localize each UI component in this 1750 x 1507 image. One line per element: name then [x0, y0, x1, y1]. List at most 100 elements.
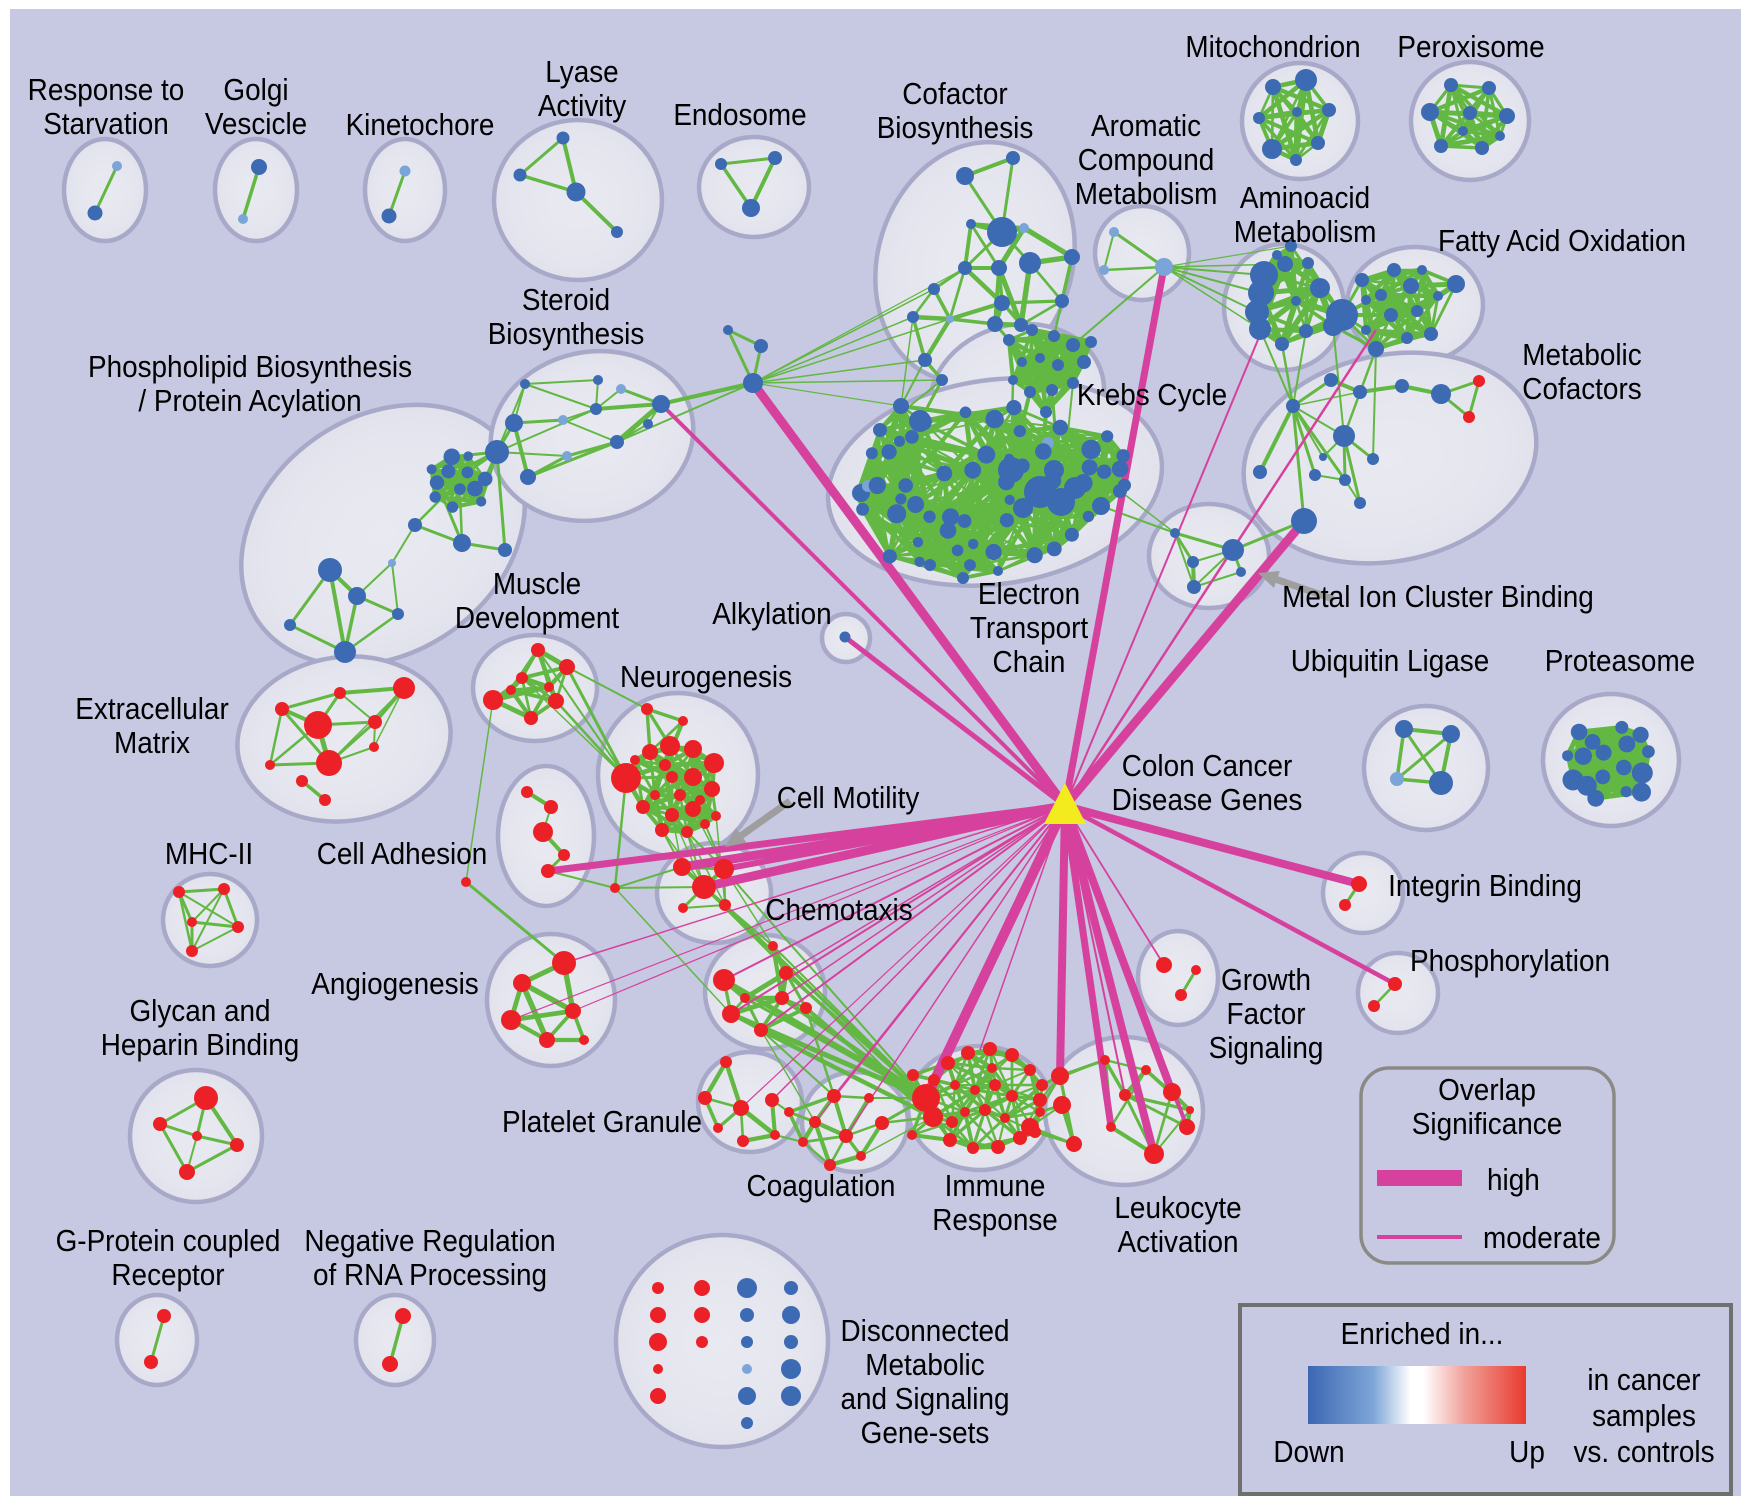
steroid-biosynthesis-node[interactable] [743, 373, 763, 393]
metabolic-cofactors-node[interactable] [1367, 453, 1379, 465]
steroid-biosynthesis-node[interactable] [754, 339, 768, 353]
cofactor-biosynthesis-node[interactable] [1064, 249, 1080, 265]
proteasome-node[interactable] [1615, 720, 1629, 734]
mitochondrion-node[interactable] [1265, 79, 1281, 95]
fatty-acid-oxidation-node[interactable] [1375, 289, 1387, 301]
phospholipid-biosynthesis-node[interactable] [334, 641, 356, 663]
electron-transport-chain-node[interactable] [1035, 443, 1052, 460]
mitochondrion-node[interactable] [1253, 112, 1265, 124]
angiogenesis-node[interactable] [579, 1035, 589, 1045]
immune-response-node[interactable] [1005, 1048, 1019, 1062]
electron-transport-chain-node[interactable] [951, 544, 964, 557]
neurogenesis-node[interactable] [655, 823, 669, 837]
immune-response-node[interactable] [928, 1074, 940, 1086]
glycan-heparin-binding-node[interactable] [192, 1131, 202, 1141]
disconnected-gene-sets-node[interactable] [782, 1306, 800, 1324]
aromatic-compound-metabolism-node[interactable] [1155, 258, 1173, 276]
neurogenesis-node[interactable] [650, 790, 660, 800]
immune-response-node[interactable] [989, 1079, 1001, 1091]
peroxisome-node[interactable] [1475, 141, 1489, 155]
glycan-heparin-binding-node[interactable] [230, 1138, 244, 1152]
golgi-vescicle-node[interactable] [251, 159, 267, 175]
cofactor-biosynthesis-node[interactable] [1019, 223, 1029, 233]
steroid-biosynthesis-node[interactable] [652, 395, 670, 413]
cofactor-biosynthesis-node[interactable] [946, 315, 954, 323]
electron-transport-chain-node[interactable] [968, 538, 979, 550]
coagulation-node[interactable] [809, 1116, 821, 1128]
extracellular-matrix-node[interactable] [265, 760, 275, 770]
neurogenesis-node[interactable] [636, 800, 650, 814]
aminoacid-metabolism-node[interactable] [1285, 240, 1297, 252]
disconnected-gene-sets-node[interactable] [784, 1281, 798, 1295]
mitochondrion-node[interactable] [1311, 136, 1325, 150]
metabolic-cofactors-node[interactable] [1339, 474, 1351, 486]
metabolic-cofactors-node[interactable] [1354, 497, 1366, 509]
metabolic-cofactors-node[interactable] [1286, 399, 1300, 413]
negative-regulation-rna-node[interactable] [382, 1356, 398, 1372]
cell-motility-node[interactable] [714, 859, 734, 879]
extracellular-matrix-node[interactable] [296, 775, 308, 787]
coagulation-node[interactable] [827, 1089, 841, 1103]
neurogenesis-node[interactable] [666, 771, 678, 783]
cell-motility-node[interactable] [678, 903, 688, 913]
cofactor-biosynthesis-node[interactable] [1006, 151, 1020, 165]
electron-transport-chain-node[interactable] [1111, 460, 1129, 478]
electron-transport-chain-node[interactable] [865, 447, 878, 460]
peroxisome-node[interactable] [1458, 126, 1468, 136]
golgi-vescicle-node[interactable] [238, 214, 248, 224]
ubiquitin-ligase-node[interactable] [1390, 772, 1404, 786]
leukocyte-activation-node[interactable] [1144, 1144, 1164, 1164]
disconnected-gene-sets-node[interactable] [649, 1333, 667, 1351]
metabolic-cofactors-node[interactable] [1253, 465, 1267, 479]
cell-adhesion-node[interactable] [521, 786, 533, 798]
electron-transport-chain-node[interactable] [907, 496, 925, 513]
immune-response-node[interactable] [941, 1056, 955, 1070]
aminoacid-metabolism-node[interactable] [1249, 318, 1271, 340]
electron-transport-chain-node[interactable] [887, 504, 907, 524]
immune-response-node[interactable] [907, 1130, 917, 1140]
electron-transport-chain-node[interactable] [1097, 464, 1112, 479]
electron-transport-chain-node[interactable] [1046, 541, 1062, 557]
disconnected-gene-sets-node[interactable] [650, 1388, 666, 1404]
fatty-acid-oxidation-node[interactable] [1403, 278, 1419, 294]
immune-response-node[interactable] [1035, 1107, 1045, 1117]
electron-transport-chain-node[interactable] [1043, 471, 1062, 490]
leukocyte-activation-node[interactable] [1066, 1136, 1082, 1152]
cofactor-biosynthesis-node[interactable] [1055, 294, 1069, 308]
electron-transport-chain-node[interactable] [912, 537, 924, 548]
krebs-cycle-node[interactable] [1026, 324, 1038, 336]
electron-transport-chain-node[interactable] [1053, 496, 1066, 508]
krebs-cycle-node[interactable] [1046, 384, 1058, 396]
angiogenesis-node[interactable] [501, 1010, 521, 1030]
extracellular-matrix-node[interactable] [393, 677, 415, 699]
immune-response-node[interactable] [923, 1107, 943, 1127]
proteasome-node[interactable] [1642, 745, 1655, 758]
platelet-granule-node[interactable] [737, 1135, 749, 1147]
neurogenesis-node[interactable] [665, 808, 679, 822]
steroid-biosynthesis-node[interactable] [520, 469, 536, 485]
ubiquitin-ligase-node[interactable] [1395, 720, 1413, 738]
metabolic-cofactors-node[interactable] [1333, 425, 1355, 447]
proteasome-node[interactable] [1584, 734, 1601, 750]
aminoacid-metabolism-node[interactable] [1291, 296, 1301, 306]
muscle-development-node[interactable] [506, 685, 516, 695]
electron-transport-chain-node[interactable] [868, 476, 886, 495]
muscle-development-node[interactable] [544, 682, 554, 692]
disconnected-gene-sets-node[interactable] [781, 1359, 801, 1379]
cell-adhesion-node[interactable] [544, 800, 558, 814]
electron-transport-chain-node[interactable] [942, 508, 960, 526]
proteasome-node[interactable] [1620, 786, 1632, 798]
electron-transport-chain-node[interactable] [1014, 458, 1030, 474]
negative-regulation-rna-node[interactable] [395, 1308, 411, 1324]
electron-transport-chain-node[interactable] [999, 513, 1015, 528]
phospholipid-biosynthesis-node[interactable] [443, 448, 461, 466]
coagulation-node[interactable] [875, 1116, 889, 1130]
phospholipid-biosynthesis-node[interactable] [408, 518, 422, 532]
phospholipid-biosynthesis-node[interactable] [426, 464, 437, 475]
platelet-granule-node[interactable] [720, 1056, 732, 1068]
phospholipid-biosynthesis-node[interactable] [318, 558, 342, 582]
krebs-cycle-node[interactable] [1048, 330, 1060, 342]
krebs-cycle-node[interactable] [1067, 377, 1079, 389]
fatty-acid-oxidation-node[interactable] [1368, 341, 1384, 357]
proteasome-node[interactable] [1595, 744, 1612, 761]
